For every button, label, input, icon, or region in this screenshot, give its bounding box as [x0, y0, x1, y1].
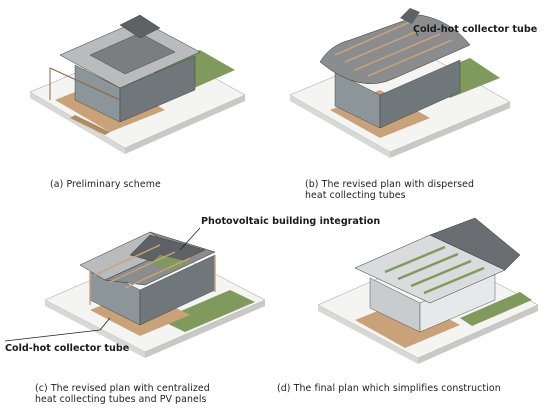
panel-c-beam-2	[109, 251, 176, 283]
caption-a: (a) Preliminary scheme	[50, 179, 161, 190]
panel-c-tube-leader	[4, 329, 101, 342]
caption-b: (b) The revised plan with dispersed heat…	[305, 179, 474, 201]
caption-b-line1: (b) The revised plan with dispersed	[305, 179, 475, 190]
panel-a-clerestory	[119, 14, 161, 39]
panel-c-base-side-left	[45, 300, 145, 358]
panel-c-grass	[160, 290, 255, 332]
panel-d-grass-row-4	[423, 266, 485, 295]
panel-b-chimney	[400, 8, 420, 24]
panel-b-roof	[319, 14, 471, 84]
panel-d-base-side-left	[318, 305, 418, 364]
panel-b-base-side-right	[390, 102, 510, 158]
panel-a-base-side-left	[30, 92, 125, 154]
caption-c-line1: (c) The revised plan with centralized	[35, 383, 210, 394]
caption-d-line1: (d) The final plan which simplifies cons…	[277, 383, 501, 394]
panel-b-base-side-left	[290, 95, 390, 158]
panel-b-tube-1	[334, 21, 411, 56]
panel-c-illustration	[4, 227, 266, 358]
callout-b-collector-tube: Cold-hot collector tube	[413, 24, 538, 35]
panel-d-grass-row-3	[410, 259, 472, 288]
caption-a-line1: (a) Preliminary scheme	[50, 179, 161, 190]
panel-d-grass-row-1	[384, 245, 446, 274]
panel-b-collector-tubes	[334, 21, 453, 77]
panel-b-illustration	[289, 8, 511, 158]
panel-a-illustration	[29, 14, 246, 154]
panel-b-tube-3	[354, 33, 441, 71]
panel-c-beam-1	[94, 244, 161, 276]
panel-d-grass-strip	[460, 292, 532, 326]
panel-d-pv-roof	[429, 217, 521, 271]
panel-d-illustration	[317, 217, 539, 364]
caption-c-line2: heat collecting tubes and PV panels	[35, 394, 207, 405]
panel-b-callout-leader	[414, 29, 419, 37]
panel-d-base-side-right	[418, 305, 538, 364]
panel-d-grass-row-2	[397, 252, 459, 281]
panel-d-roof-grass-rows	[384, 245, 485, 295]
panel-a-base-side-right	[125, 95, 245, 154]
panel-b-tube-4	[367, 39, 453, 77]
panel-c-base-side-right	[145, 300, 265, 358]
panel-a-wall-right	[119, 55, 196, 123]
panel-c-beam-3	[124, 257, 191, 289]
caption-d: (d) The final plan which simplifies cons…	[277, 383, 501, 394]
callout-c-collector-tube: Cold-hot collector tube	[5, 343, 130, 354]
callout-c-photovoltaic: Photovoltaic building integration	[201, 216, 381, 227]
panel-c-timber-frame	[89, 244, 216, 305]
panel-a-roof-panel	[89, 32, 176, 75]
panel-b-tube-2	[344, 27, 426, 63]
panel-c-pv-leader	[179, 227, 201, 251]
caption-c: (c) The revised plan with centralized he…	[35, 383, 210, 405]
panel-b-wall-right	[379, 59, 461, 129]
caption-b-line2: heat collecting tubes	[305, 190, 406, 201]
panel-a-stairs	[70, 115, 110, 135]
panel-c-tube-leader-2	[99, 317, 111, 331]
panel-a-pergola-line	[49, 67, 121, 101]
